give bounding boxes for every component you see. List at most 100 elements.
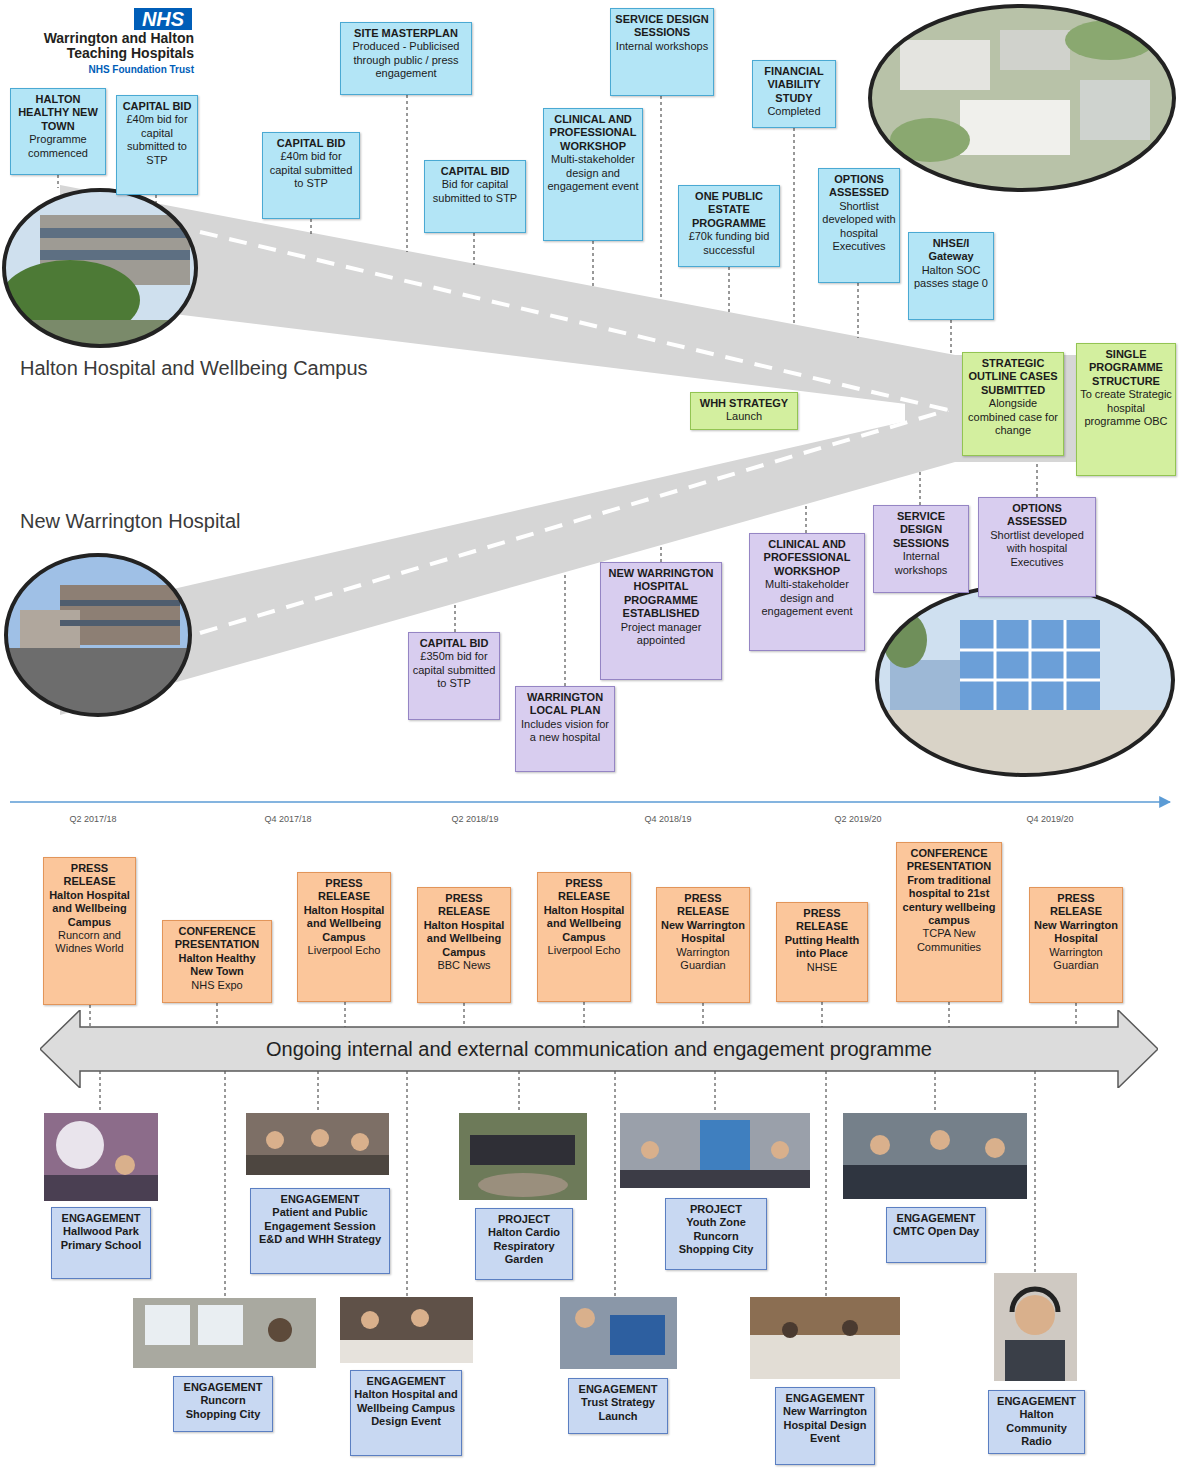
press-box: CONFERENCE PRESENTATIONFrom traditional … [896, 842, 1002, 1002]
box-text: PRESS RELEASE [301, 877, 387, 904]
photo-detail [56, 1121, 104, 1169]
organisation-subtitle: NHS Foundation Trust [8, 64, 194, 75]
box-text: FINANCIAL VIABILITY STUDY [756, 65, 832, 105]
photo-ground [246, 1113, 389, 1175]
box-text: Shortlist developed with hospital Execut… [822, 200, 896, 254]
box-text: Youth Zone Runcorn Shopping City [669, 1216, 763, 1256]
box-text: Bid for capital submitted to STP [428, 178, 522, 205]
milestone-box: HALTON HEALTHY NEW TOWNProgramme commenc… [10, 88, 106, 175]
box-text: Runcorn and Widnes World [47, 929, 132, 956]
box-text: ONE PUBLIC ESTATE PROGRAMME [682, 190, 776, 230]
box-text: PROJECT [669, 1203, 763, 1216]
box-text: £40m bid for capital submitted to STP [266, 150, 356, 190]
milestone-box: SINGLE PROGRAMME STRUCTURETo create Stra… [1076, 343, 1176, 476]
organisation-name: Warrington and Halton Teaching Hospitals [8, 31, 194, 62]
milestone-box: WARRINGTON LOCAL PLANIncludes vision for… [515, 686, 615, 772]
box-text: To create Strategic hospital programme O… [1080, 388, 1172, 428]
box-text: ENGAGEMENT [992, 1395, 1081, 1408]
box-text: NEW WARRINGTON HOSPITAL PROGRAMME ESTABL… [604, 567, 718, 621]
box-text: Launch [694, 410, 794, 423]
box-text: Completed [756, 105, 832, 118]
box-text: Alongside combined case for change [966, 397, 1060, 437]
photo-detail [641, 1141, 659, 1159]
image-building [1000, 30, 1070, 70]
photo [459, 1113, 587, 1200]
box-text: Liverpool Echo [541, 944, 627, 957]
photo-ground [340, 1297, 473, 1363]
box-text: £70k funding bid successful [682, 230, 776, 257]
quarter-label: Q2 2018/19 [430, 815, 520, 825]
photo-frame [6, 555, 190, 715]
box-text: Project manager appointed [604, 621, 718, 648]
photo-detail [411, 1309, 429, 1327]
image-ground [868, 4, 1178, 194]
milestone-box: CAPITAL BID£350m bid for capital submitt… [408, 632, 500, 720]
milestone-box: SERVICE DESIGN SESSIONSInternal workshop… [610, 8, 714, 96]
photo-ground [459, 1113, 587, 1200]
box-text: Halton Hospital and Wellbeing Campus [47, 889, 132, 929]
engagement-box: ENGAGEMENTTrust Strategy Launch [568, 1378, 668, 1434]
box-text: Halton Hospital and Wellbeing Campus [421, 919, 507, 959]
photo-ground [620, 1113, 810, 1188]
press-box: PRESS RELEASENew Warrington HospitalWarr… [1029, 887, 1123, 1003]
press-box: PRESS RELEASEHalton Hospital and Wellbei… [417, 887, 511, 1003]
box-text: Warrington Guardian [660, 946, 746, 973]
timeline-axis [10, 801, 1170, 803]
image-frame [870, 6, 1174, 190]
box-text: PROJECT [479, 1213, 569, 1226]
render-frame [877, 585, 1173, 775]
warrington-hospital-photo [0, 550, 200, 720]
box-text: PRESS RELEASE [47, 862, 132, 889]
box-text: ENGAGEMENT [572, 1383, 664, 1396]
box-text: New Warrington Hospital [1033, 919, 1119, 946]
photo-detail [930, 1130, 950, 1150]
box-text: NHSE [780, 961, 864, 974]
box-text: Halton Cardio Respiratory Garden [479, 1226, 569, 1266]
photo-windows [40, 250, 190, 260]
box-text: Putting Health into Place [780, 934, 864, 961]
box-text: From traditional hospital to 21st centur… [900, 874, 998, 928]
box-text: ENGAGEMENT [177, 1381, 269, 1394]
box-text: New Warrington Hospital Design Event [779, 1405, 871, 1445]
programme-arrow: Ongoing internal and external communicat… [40, 1010, 1158, 1088]
box-text: ENGAGEMENT [354, 1375, 458, 1388]
photo-detail [750, 1335, 900, 1379]
image-building [900, 40, 990, 90]
road-dashes [200, 232, 948, 633]
box-text: CAPITAL BID [120, 100, 194, 113]
press-box: PRESS RELEASENew Warrington HospitalWarr… [656, 887, 750, 1003]
photo-detail [470, 1135, 575, 1165]
box-text: CLINICAL AND PROFESSIONAL WORKSHOP [547, 113, 639, 153]
image-building [960, 100, 1070, 155]
box-text: Internal workshops [614, 40, 710, 53]
quarter-label: Q4 2019/20 [1005, 815, 1095, 825]
photo-detail [266, 1131, 284, 1149]
photo-detail [1012, 1289, 1058, 1312]
milestone-box: NEW WARRINGTON HOSPITAL PROGRAMME ESTABL… [600, 562, 722, 680]
photo-ground [994, 1273, 1077, 1381]
milestone-box: FINANCIAL VIABILITY STUDYCompleted [752, 60, 836, 128]
press-box: CONFERENCE PRESENTATIONHalton Healthy Ne… [162, 920, 272, 1003]
box-text: Halton Hospital and Wellbeing Campus Des… [354, 1388, 458, 1428]
photo [560, 1297, 677, 1369]
box-text: Runcorn Shopping City [177, 1394, 269, 1421]
box-text: PRESS RELEASE [541, 877, 627, 904]
photo-detail [311, 1129, 329, 1147]
campus-aerial-image [868, 4, 1178, 194]
render-frame [960, 620, 1100, 710]
photo-detail [246, 1155, 389, 1175]
press-box: PRESS RELEASEPutting Health into PlaceNH… [776, 902, 868, 1002]
photo-windows [40, 228, 190, 238]
photo-ground [843, 1113, 1027, 1199]
box-text: CONFERENCE PRESENTATION [900, 847, 998, 874]
photo-detail [610, 1315, 665, 1355]
photo-detail [782, 1322, 798, 1338]
box-text: Produced - Publicised through public / p… [344, 40, 468, 80]
leader-lines [58, 95, 1037, 686]
road-warrington [60, 410, 955, 715]
box-text: NHSE/I Gateway [912, 237, 990, 264]
road-label: New Warrington Hospital [20, 510, 440, 532]
box-text: NHS [134, 8, 192, 30]
box-text: Halton Hospital and Wellbeing Campus [301, 904, 387, 944]
box-text: WHH STRATEGY [694, 397, 794, 410]
